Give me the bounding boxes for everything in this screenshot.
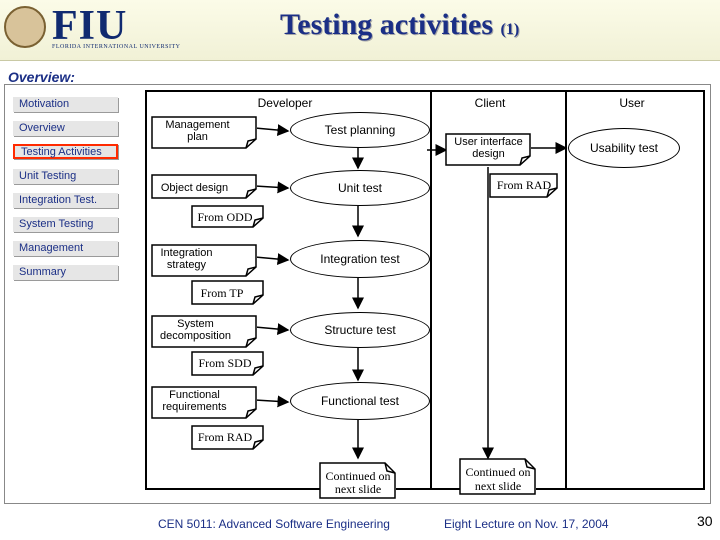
doc-label: Functional requirements: [162, 389, 227, 413]
activity-integration-test: Integration test: [290, 240, 430, 278]
doc-label: Integration strategy: [160, 247, 213, 271]
doc-integration-strategy: Integration strategy: [151, 244, 257, 277]
header-band: [0, 0, 720, 61]
doc-object-design: Object design: [151, 174, 257, 199]
doc-system-decomposition: System decomposition: [151, 315, 257, 348]
lane-divider-user: [565, 90, 567, 490]
doc-label: From SDD: [198, 356, 252, 370]
sidebar-heading: Overview:: [8, 69, 75, 85]
doc-from-odd: From ODD: [191, 205, 264, 228]
doc-label: Management plan: [165, 119, 230, 143]
title-text: Testing activities: [280, 8, 494, 41]
activity-usability-test: Usability test: [568, 128, 680, 168]
doc-from-tp: From TP: [191, 280, 264, 305]
activity-structure-test: Structure test: [290, 312, 430, 348]
lane-header-client: Client: [474, 96, 506, 110]
activity-functional-test: Functional test: [290, 382, 430, 420]
doc-label: From TP: [200, 286, 244, 300]
title-suffix: (1): [500, 21, 520, 38]
lane-divider-client: [430, 90, 432, 490]
doc-continued-developer: Continued on next slide: [319, 462, 396, 499]
lane-header-developer: Developer: [257, 96, 313, 110]
doc-label: From ODD: [197, 210, 253, 224]
doc-management-plan: Management plan: [151, 116, 257, 149]
doc-functional-requirements: Functional requirements: [151, 386, 257, 419]
slide-title: Testing activities (1): [280, 8, 519, 42]
sidebar-item-integration-test[interactable]: Integration Test.: [13, 193, 118, 208]
doc-label: Continued on next slide: [325, 469, 391, 496]
doc-label: From RAD: [197, 430, 253, 444]
activity-test-planning: Test planning: [290, 112, 430, 148]
doc-label: User interface design: [454, 136, 523, 160]
activity-diagram: [145, 90, 705, 490]
logo: FIU: [52, 3, 128, 49]
doc-from-sdd: From SDD: [191, 351, 264, 376]
sidebar-item-summary[interactable]: Summary: [13, 265, 118, 280]
doc-from-rad-developer: From RAD: [191, 425, 264, 450]
doc-user-interface-design: User interface design: [445, 133, 531, 166]
doc-from-rad-client: From RAD: [489, 173, 558, 198]
sidebar-item-management[interactable]: Management: [13, 241, 118, 256]
doc-label: Object design: [160, 182, 229, 194]
sidebar-item-testing-activities[interactable]: Testing Activities: [13, 144, 118, 159]
sidebar-item-overview[interactable]: Overview: [13, 121, 118, 136]
doc-label: Continued on next slide: [465, 465, 531, 493]
footer-course: CEN 5011: Advanced Software Engineering: [158, 517, 390, 531]
sidebar-item-unit-testing[interactable]: Unit Testing: [13, 169, 118, 184]
lane-header-user: User: [619, 96, 645, 110]
footer-lecture: Eight Lecture on Nov. 17, 2004: [444, 517, 609, 531]
doc-label: From RAD: [496, 178, 552, 192]
doc-label: System decomposition: [160, 318, 231, 342]
logo-subtext: FLORIDA INTERNATIONAL UNIVERSITY: [52, 44, 181, 50]
activity-unit-test: Unit test: [290, 170, 430, 206]
sidebar-item-motivation[interactable]: Motivation: [13, 97, 118, 112]
sidebar-item-system-testing[interactable]: System Testing: [13, 217, 118, 232]
university-seal-icon: [4, 6, 46, 48]
doc-continued-client: Continued on next slide: [459, 458, 536, 495]
page-number: 30: [697, 513, 713, 529]
